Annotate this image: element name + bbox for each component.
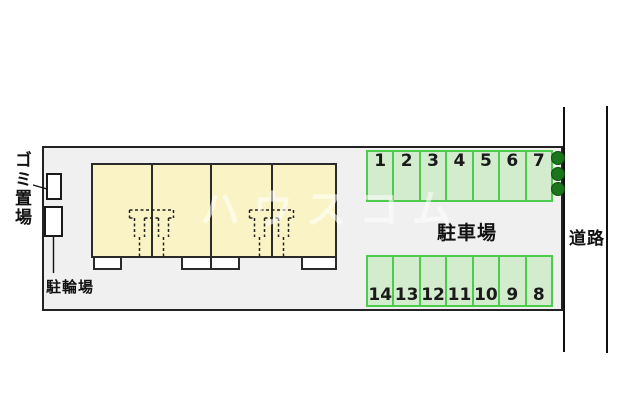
parking-row-bottom: 14 13 12 11 10 9 8 — [366, 255, 553, 307]
garbage-box — [46, 173, 62, 200]
unit-divider-2 — [210, 165, 212, 256]
parking-space-8: 8 — [524, 255, 553, 307]
porch-step-2 — [181, 256, 212, 270]
building-outline — [91, 163, 337, 258]
parking-space-12: 12 — [418, 255, 448, 307]
parking-space-10: 10 — [471, 255, 501, 307]
porch-step-4 — [301, 256, 337, 270]
parking-space-1: 1 — [366, 150, 395, 202]
tree-icon — [551, 182, 565, 196]
unit-divider-3 — [271, 165, 273, 256]
garbage-area-label: ゴミ置場 — [12, 151, 31, 227]
tree-icon — [551, 167, 565, 181]
road-line-left — [563, 107, 565, 352]
parking-space-13: 13 — [392, 255, 421, 307]
tree-icon — [551, 151, 565, 165]
unit-divider-1 — [151, 165, 153, 256]
road-label: 道路 — [569, 229, 605, 248]
bicycle-parking-label: 駐輪場 — [46, 279, 95, 296]
parking-lot-label: 駐車場 — [436, 223, 497, 244]
parking-space-3: 3 — [418, 150, 448, 202]
road-line-right — [606, 106, 608, 353]
parking-space-7: 7 — [524, 150, 553, 202]
parking-row-top: 1 2 3 4 5 6 7 — [366, 150, 553, 202]
porch-step-1 — [93, 256, 122, 270]
parking-space-6: 6 — [498, 150, 527, 202]
parking-space-9: 9 — [498, 255, 527, 307]
parking-space-11: 11 — [445, 255, 474, 307]
parking-space-5: 5 — [471, 150, 501, 202]
porch-step-3 — [210, 256, 240, 270]
parking-space-14: 14 — [366, 255, 395, 307]
bicycle-parking-box — [44, 206, 63, 237]
parking-space-2: 2 — [392, 150, 421, 202]
parking-space-4: 4 — [445, 150, 474, 202]
